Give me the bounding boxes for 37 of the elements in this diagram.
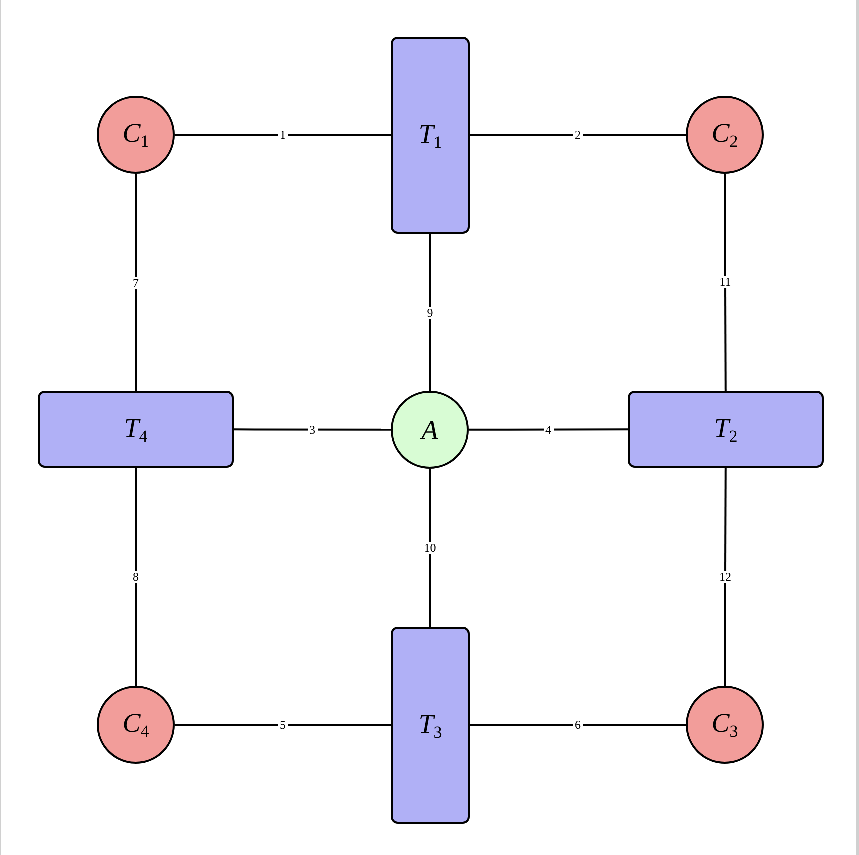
connector-line (429, 469, 432, 627)
edge-label: 10 (422, 542, 438, 554)
edge-label: 4 (544, 424, 554, 436)
edge-label: 7 (131, 276, 141, 288)
edge-label: 1 (278, 129, 288, 142)
connector-line (234, 428, 391, 431)
node-label: C$_{4}$ (122, 710, 150, 740)
edge-label: 8 (131, 571, 141, 583)
connector-line (175, 134, 391, 136)
edge-label: 11 (718, 276, 734, 288)
node-label: A (422, 416, 438, 444)
node-label: T$_{3}$ (418, 710, 442, 740)
edge-label: 3 (308, 424, 318, 436)
edge-label: 12 (718, 571, 734, 583)
node-label: C$_{3}$ (712, 710, 738, 740)
edge-label: 5 (278, 719, 288, 732)
connector-line (175, 724, 391, 726)
node-label: C$_{1}$ (122, 120, 150, 150)
edge-label: 6 (573, 719, 583, 732)
node-label: T$_{2}$ (714, 414, 738, 444)
node-label: C$_{2}$ (712, 120, 738, 150)
process-box (391, 37, 470, 234)
node-label: T$_{1}$ (418, 120, 442, 150)
connector-line (470, 724, 686, 726)
node-label: T$_{4}$ (124, 414, 148, 444)
connector-line (724, 174, 727, 391)
connector-line (429, 234, 432, 391)
connector-line (135, 468, 137, 686)
process-box (391, 627, 470, 824)
process-box (38, 391, 234, 468)
edge-label: 2 (573, 129, 583, 142)
process-box (628, 391, 824, 468)
connector-line (135, 174, 137, 391)
connector-line (470, 134, 686, 136)
connector-line (469, 428, 628, 431)
edge-label: 9 (425, 306, 436, 318)
connector-line (724, 468, 727, 686)
